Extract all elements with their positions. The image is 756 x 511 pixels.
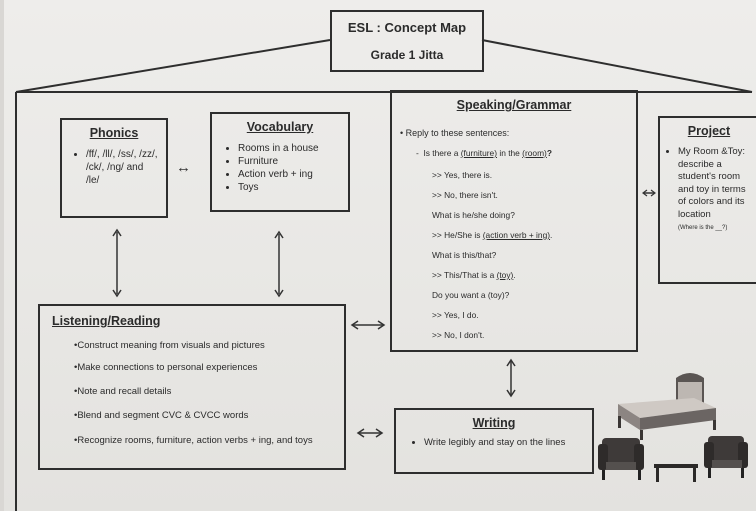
bed-image [618,373,716,440]
listening-item-1: •Construct meaning from visuals and pict… [74,340,265,351]
writing-title: Writing [472,416,516,430]
question-1: - Is there a (furniture) in the (room)? [416,148,552,158]
arrow-phonics-vocabulary: ↔ [176,159,191,176]
writing-box: Writing Write legibly and stay on the li… [394,408,594,474]
answer-no-i-dont: >> No, I don't. [432,330,485,340]
listening-item-4: •Blend and segment CVC & CVCC words [74,410,249,421]
listening-reading-box: Listening/Reading •Construct meaning fro… [38,304,346,470]
answer-no-there-isnt: >> No, there isn't. [432,190,498,200]
answer-action: >> He/She is (action verb + ing). [432,230,553,240]
speaking-title: Speaking/Grammar [456,98,572,112]
map-subtitle: Grade 1 Jitta [370,48,444,62]
list-item: My Room &Toy: describe a student's room … [678,146,754,234]
arrow-listening-writing [356,426,384,441]
list-item: /ff/, /ll/, /ss/, /zz/, /ck/, /ng/ and /… [86,148,158,187]
vocabulary-box: Vocabulary Rooms in a house Furniture Ac… [210,112,350,212]
listening-item-2: •Make connections to personal experience… [74,362,258,373]
vocabulary-title: Vocabulary [246,120,314,134]
vocabulary-list: Rooms in a house Furniture Action verb +… [212,142,348,194]
map-title: ESL : Concept Map [347,20,467,35]
project-text: My Room &Toy: describe a student's room … [678,146,746,220]
list-item: Furniture [238,155,348,168]
question-4: Do you want a (toy)? [432,290,510,300]
answer-yes-i-do: >> Yes, I do. [432,310,479,320]
project-note: (Where is the __?) [678,225,728,231]
list-item: Action verb + ing [238,168,348,181]
project-list: My Room &Toy: describe a student's room … [660,146,756,234]
phonics-title: Phonics [89,126,139,140]
answer-toy: >> This/That is a (toy). [432,270,516,280]
phonics-box: Phonics /ff/, /ll/, /ss/, /zz/, /ck/, /n… [60,118,168,218]
list-item: Rooms in a house [238,142,348,155]
list-item: Write legibly and stay on the lines [424,436,582,449]
project-title: Project [687,124,731,138]
arrow-phonics-listening [112,228,122,298]
speaking-grammar-box: Speaking/Grammar • Reply to these senten… [390,90,638,352]
speaking-bullet-text: Reply to these sentences: [405,128,510,138]
listening-item-3: •Note and recall details [74,386,172,397]
armchair-left-image [598,438,644,480]
answer-yes-there-is: >> Yes, there is. [432,170,493,180]
armchair-right-image [704,436,748,478]
concept-map-paper: ESL : Concept Map Grade 1 Jitta Phonics … [4,0,756,511]
arrow-speaking-writing [506,358,516,401]
question-2: What is he/she doing? [432,210,515,220]
speaking-bullet: • Reply to these sentences: [400,128,510,138]
phonics-list: /ff/, /ll/, /ss/, /zz/, /ck/, /ng/ and /… [62,148,166,187]
writing-list: Write legibly and stay on the lines [396,436,592,449]
coffee-table-image [654,464,698,482]
house-roof [15,39,753,511]
listening-title: Listening/Reading [52,314,161,328]
arrow-speaking-project [642,186,656,201]
arrow-vocabulary-listening [274,230,284,301]
furniture-illustration [598,373,748,482]
project-box: Project My Room &Toy: describe a student… [658,116,756,284]
arrow-listening-speaking [350,318,386,333]
title-box: ESL : Concept Map Grade 1 Jitta [330,10,484,72]
listening-item-5: •Recognize rooms, furniture, action verb… [74,435,313,446]
question-3: What is this/that? [432,250,497,260]
list-item: Toys [238,181,348,194]
